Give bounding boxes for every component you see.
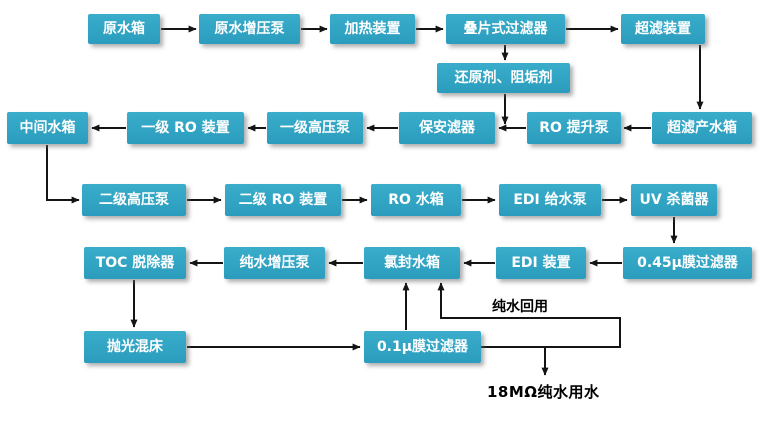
node-01-membrane-filter: 0.1μ膜过滤器 (364, 331, 481, 363)
node-security-filter: 保安滤器 (399, 112, 495, 144)
node-disc-filter: 叠片式过滤器 (446, 14, 565, 44)
node-reducing-agent-antiscalant: 还原剂、阻垢剂 (437, 63, 570, 93)
node-toc-remover: TOC 脱除器 (84, 247, 186, 279)
node-stage2-ro-device: 二级 RO 装置 (225, 184, 341, 216)
node-uf-product-tank: 超滤产水箱 (652, 112, 752, 144)
label-output-water: 18MΩ纯水用水 (487, 383, 600, 401)
label-pure-water-reuse: 纯水回用 (492, 299, 548, 315)
node-edi-feed-pump: EDI 给水泵 (499, 184, 601, 216)
node-edi-device: EDI 装置 (496, 247, 586, 279)
arrow-intermediate-tank-to-stage2-hp-pump (46, 145, 80, 204)
node-raw-water-booster-pump: 原水增压泵 (199, 14, 300, 44)
node-ro-lift-pump: RO 提升泵 (527, 112, 621, 144)
node-ro-water-tank: RO 水箱 (371, 184, 461, 216)
node-stage2-hp-pump: 二级高压泵 (82, 184, 186, 216)
node-uf-device: 超滤装置 (621, 14, 705, 44)
node-stage1-hp-pump: 一级高压泵 (267, 112, 363, 144)
node-stage1-ro-device: 一级 RO 装置 (127, 112, 244, 144)
node-045-membrane-filter: 0.45μ膜过滤器 (623, 247, 752, 279)
node-heating-device: 加热装置 (330, 14, 415, 44)
node-pure-water-booster-pump: 纯水增压泵 (224, 247, 325, 279)
node-intermediate-water-tank: 中间水箱 (7, 112, 88, 144)
node-raw-water-tank: 原水箱 (88, 14, 160, 44)
node-uv-sterilizer: UV 杀菌器 (631, 184, 717, 216)
node-polishing-mixed-bed: 抛光混床 (84, 331, 186, 363)
node-sealed-water-tank: 氯封水箱 (364, 247, 460, 279)
